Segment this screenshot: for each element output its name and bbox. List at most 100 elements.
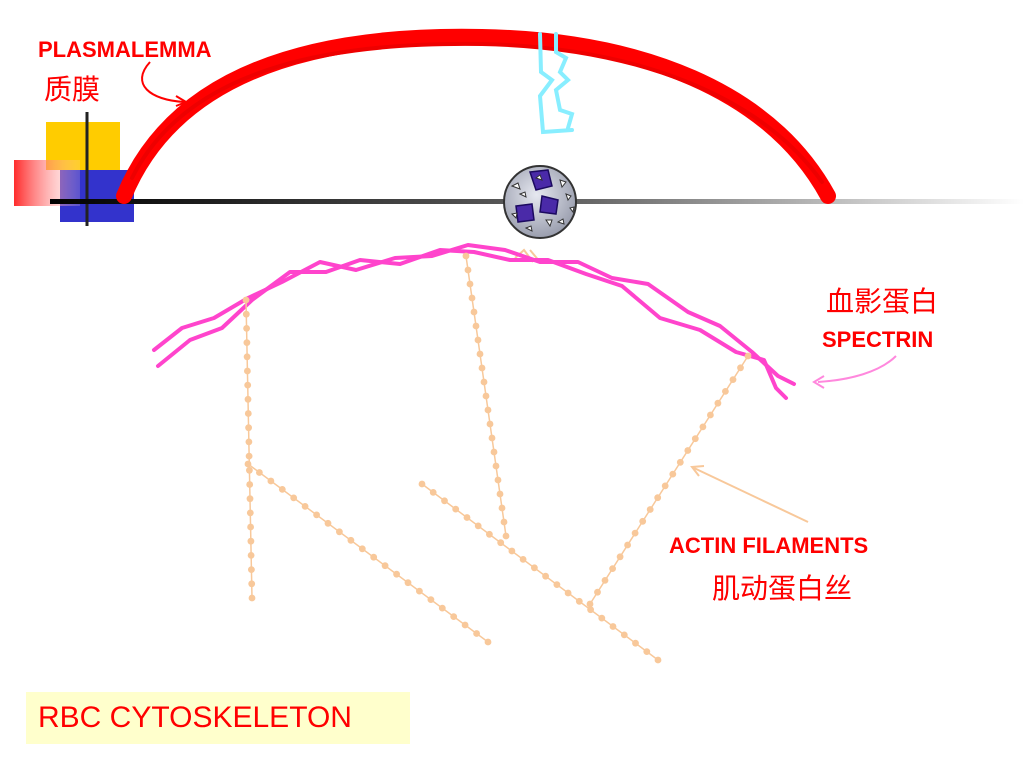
actin-monomer-dot	[244, 381, 252, 389]
actin-monomer-dot	[242, 310, 250, 318]
actin-monomer-dot	[247, 537, 255, 545]
actin-monomer-dot	[624, 541, 631, 549]
actin-monomer-dot	[498, 504, 506, 512]
actin-monomer-dot	[242, 296, 250, 304]
actin-monomer-dot	[646, 506, 654, 513]
actin-monomer-dot	[661, 482, 669, 490]
actin-monomer-dot	[336, 528, 343, 536]
actin-monomer-dot	[466, 280, 474, 288]
actin-filaments	[242, 252, 752, 664]
actin-monomer-dot	[301, 503, 309, 510]
actin-monomer-dot	[492, 462, 500, 470]
actin-monomer-dot	[691, 435, 699, 443]
actin-monomer-dot	[246, 481, 254, 488]
actin-monomer-dot	[267, 477, 275, 485]
actin-monomer-dot	[587, 606, 594, 614]
actin-monomer-dot	[404, 579, 412, 587]
actin-monomer-dot	[244, 410, 252, 417]
plasmalemma-pointer-head	[175, 95, 189, 107]
actin-monomer-dot	[601, 577, 609, 584]
membrane-protein-icon	[537, 32, 575, 135]
actin-monomer-dot	[313, 511, 320, 519]
actin-monomer-dot	[248, 594, 256, 602]
actin-monomer-dot	[441, 497, 448, 505]
plasmalemma-arc	[116, 28, 836, 204]
actin-monomer-dot	[484, 406, 492, 414]
actin-monomer-dot	[699, 423, 707, 431]
actin-monomer-dot	[497, 539, 505, 547]
actin-monomer-dot	[586, 600, 594, 608]
actin-monomer-dot	[631, 529, 639, 537]
actin-monomer-dot	[531, 564, 538, 572]
actin-monomer-dot	[244, 395, 252, 403]
actin-monomer-dot	[474, 522, 482, 530]
actin-monomer-dot	[609, 565, 616, 572]
actin-monomer-dot	[486, 420, 494, 428]
actin-monomer-dot	[452, 505, 460, 513]
actin-label: ACTIN FILAMENTS	[669, 533, 868, 558]
actin-monomer-dot	[393, 570, 400, 578]
actin-monomer-dot	[476, 350, 484, 358]
actin-monomer-dot	[246, 509, 254, 517]
actin-monomer-dot	[542, 572, 549, 580]
protein-complex-icon	[503, 165, 577, 263]
actin-monomer-dot	[450, 613, 458, 620]
actin-monomer-dot	[502, 532, 510, 540]
actin-pointer-arrow	[693, 467, 809, 523]
actin-monomer-dot	[473, 630, 480, 637]
actin-filament-line	[421, 483, 659, 661]
actin-monomer-dot	[486, 530, 493, 538]
actin-monomer-dot	[470, 308, 478, 316]
actin-monomer-dot	[564, 589, 572, 597]
actin-monomer-dot	[243, 353, 251, 361]
corner-squares-decoration-icon	[14, 112, 134, 226]
actin-monomer-dot	[244, 367, 251, 375]
actin-monomer-dot	[714, 399, 722, 407]
actin-monomer-dot	[463, 514, 471, 521]
actin-filament-line	[589, 355, 749, 605]
actin-monomer-dot	[247, 523, 255, 531]
actin-monomer-dot	[676, 458, 684, 466]
plasmalemma-pointer-arrow	[141, 61, 185, 103]
actin-monomer-dot	[245, 452, 253, 460]
actin-filament-line	[245, 299, 253, 599]
actin-monomer-dot	[429, 489, 437, 496]
actin-monomer-dot	[643, 648, 651, 655]
actin-monomer-dot	[632, 639, 639, 647]
actin-monomer-dot	[553, 581, 561, 588]
actin-monomer-dot	[598, 614, 606, 622]
spectrin-label-zh: 血影蛋白	[826, 285, 938, 318]
actin-monomer-dot	[654, 494, 662, 502]
actin-monomer-dot	[256, 469, 263, 476]
actin-monomer-dot	[416, 587, 423, 595]
actin-monomer-dot	[248, 580, 256, 588]
actin-monomer-dot	[243, 339, 251, 346]
actin-monomer-dot	[482, 392, 490, 400]
actin-monomer-dot	[488, 434, 496, 442]
plasmalemma-label: PLASMALEMMA	[38, 37, 212, 62]
actin-monomer-dot	[707, 411, 714, 419]
actin-monomer-dot	[490, 448, 498, 456]
actin-monomer-dot	[243, 325, 251, 332]
actin-monomer-dot	[245, 438, 253, 446]
actin-monomer-dot	[462, 252, 470, 260]
actin-monomer-dot	[480, 378, 488, 386]
diagram-title: RBC CYTOSKELETON	[26, 692, 410, 744]
actin-monomer-dot	[464, 266, 472, 274]
actin-monomer-dot	[519, 556, 527, 563]
actin-monomer-dot	[478, 364, 486, 372]
actin-monomer-dot	[684, 447, 692, 454]
actin-monomer-dot	[737, 364, 744, 372]
actin-monomer-dot	[496, 490, 504, 498]
actin-monomer-dot	[744, 352, 752, 360]
actin-monomer-dot	[484, 638, 492, 646]
actin-monomer-dot	[729, 376, 737, 383]
actin-monomer-dot	[609, 623, 617, 630]
actin-monomer-dot	[494, 476, 502, 484]
actin-monomer-dot	[468, 294, 476, 302]
plasmalemma-label-zh: 质膜	[44, 73, 100, 106]
actin-monomer-dot	[575, 597, 583, 605]
actin-monomer-dot	[620, 631, 628, 639]
actin-monomer-dot	[474, 336, 482, 344]
spectrin-pointer-head	[812, 375, 825, 389]
